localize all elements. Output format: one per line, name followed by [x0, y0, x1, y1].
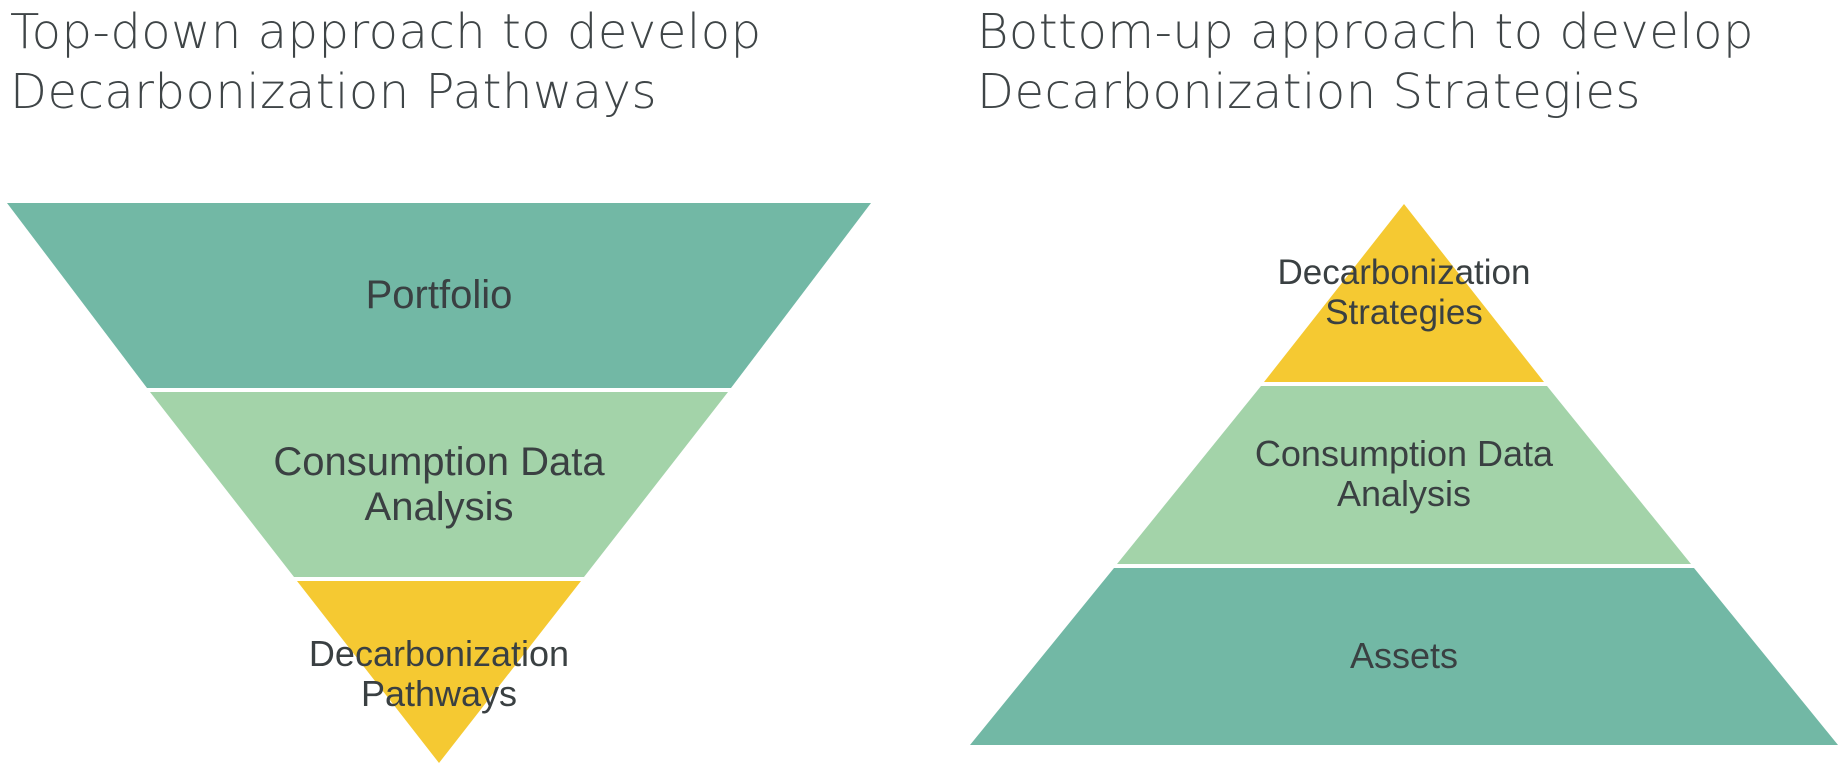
pyramid-label-strategies-line2: Strategies: [1325, 293, 1483, 332]
funnel-label-consumption-line1: Consumption Data: [273, 440, 605, 484]
pyramid-label-consumption-line2: Analysis: [1337, 473, 1471, 514]
top-down-title-line1: Top-down approach to develop: [10, 4, 762, 60]
funnel-label-portfolio: Portfolio: [366, 273, 513, 317]
funnel-label-pathways-line2: Pathways: [361, 673, 517, 714]
funnel-label-consumption-line2: Analysis: [365, 485, 514, 529]
pyramid-label-consumption-line1: Consumption Data: [1255, 433, 1554, 474]
bottom-up-title: Bottom-up approach to develop Decarboniz…: [977, 2, 1754, 122]
pyramid-label-strategies-line1: Decarbonization: [1278, 253, 1531, 292]
pyramid-layer-consumption: [1117, 386, 1691, 564]
pyramid-layer-strategies: [1264, 204, 1544, 382]
pyramid-label-assets: Assets: [1350, 635, 1458, 676]
inverted-pyramid: Portfolio Consumption Data Analysis Deca…: [7, 203, 871, 763]
funnel-label-pathways-line1: Decarbonization: [309, 633, 569, 674]
funnel-layer-consumption: [150, 392, 728, 577]
top-down-title-line2: Decarbonization Pathways: [10, 64, 657, 120]
upright-pyramid: Decarbonization Strategies Consumption D…: [970, 204, 1838, 745]
top-down-title: Top-down approach to develop Decarboniza…: [10, 2, 762, 122]
bottom-up-title-line1: Bottom-up approach to develop: [977, 4, 1754, 60]
bottom-up-title-line2: Decarbonization Strategies: [977, 64, 1641, 120]
funnel-layer-pathways: [297, 581, 581, 763]
funnel-layer-portfolio: [7, 203, 871, 388]
pyramid-layer-assets: [970, 568, 1838, 745]
